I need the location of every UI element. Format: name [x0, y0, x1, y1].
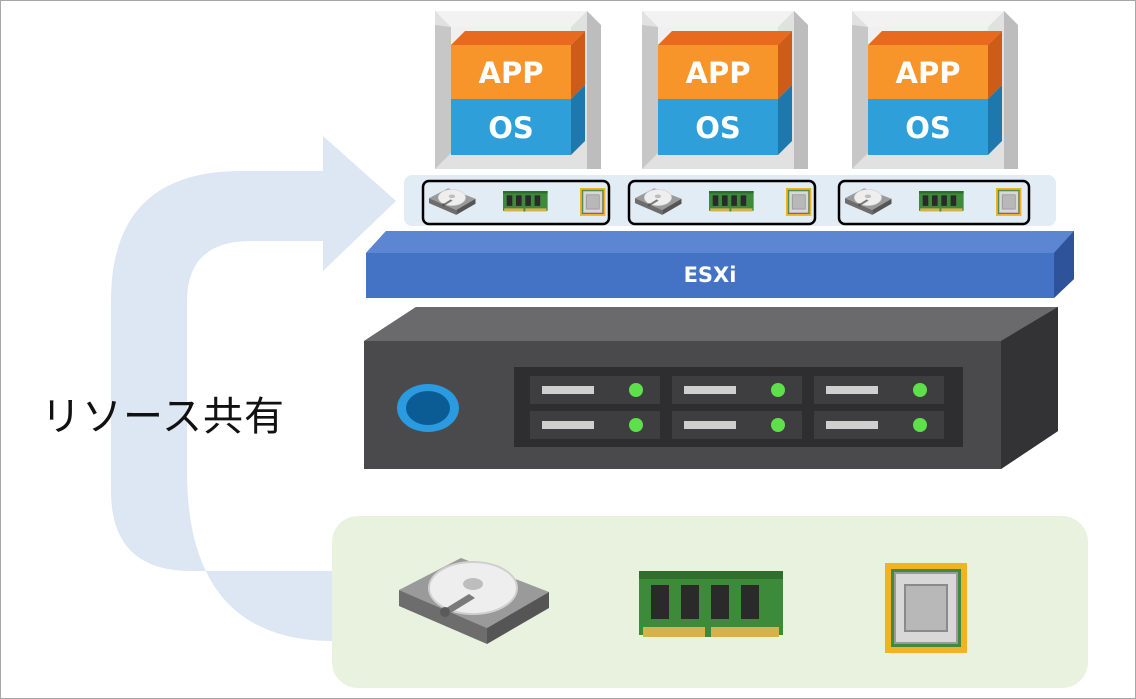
- ram-icon: [919, 191, 964, 212]
- vm-box-1: APP OS: [435, 11, 601, 169]
- resource-sharing-arrow: [111, 136, 396, 641]
- ram-icon: [503, 191, 548, 212]
- app-label: APP: [896, 56, 961, 90]
- esxi-layer: ESXi: [366, 231, 1074, 298]
- cpu-icon: [995, 187, 1022, 217]
- cpu-icon: [579, 187, 606, 217]
- vm-box-3: APP OS: [852, 11, 1018, 169]
- vm-resource-slot-1: [421, 179, 611, 226]
- esxi-label: ESXi: [684, 263, 737, 287]
- drive-bays: [530, 376, 944, 439]
- app-label: APP: [686, 56, 751, 90]
- physical-server: [364, 307, 1058, 469]
- vm-resource-slot-3: [837, 179, 1031, 226]
- resource-pool: [332, 516, 1088, 688]
- os-label: OS: [488, 111, 534, 145]
- vm-box-2: APP OS: [642, 11, 808, 169]
- os-label: OS: [695, 111, 741, 145]
- cpu-icon: [785, 187, 812, 217]
- vm-resource-slot-2: [627, 179, 817, 226]
- app-label: APP: [479, 56, 544, 90]
- cpu-icon: [884, 562, 968, 654]
- ram-icon: [639, 571, 783, 637]
- ram-icon: [709, 191, 754, 212]
- resource-sharing-label: リソース共有: [41, 394, 285, 440]
- os-label: OS: [905, 111, 951, 145]
- vm-resource-bar: [404, 175, 1056, 226]
